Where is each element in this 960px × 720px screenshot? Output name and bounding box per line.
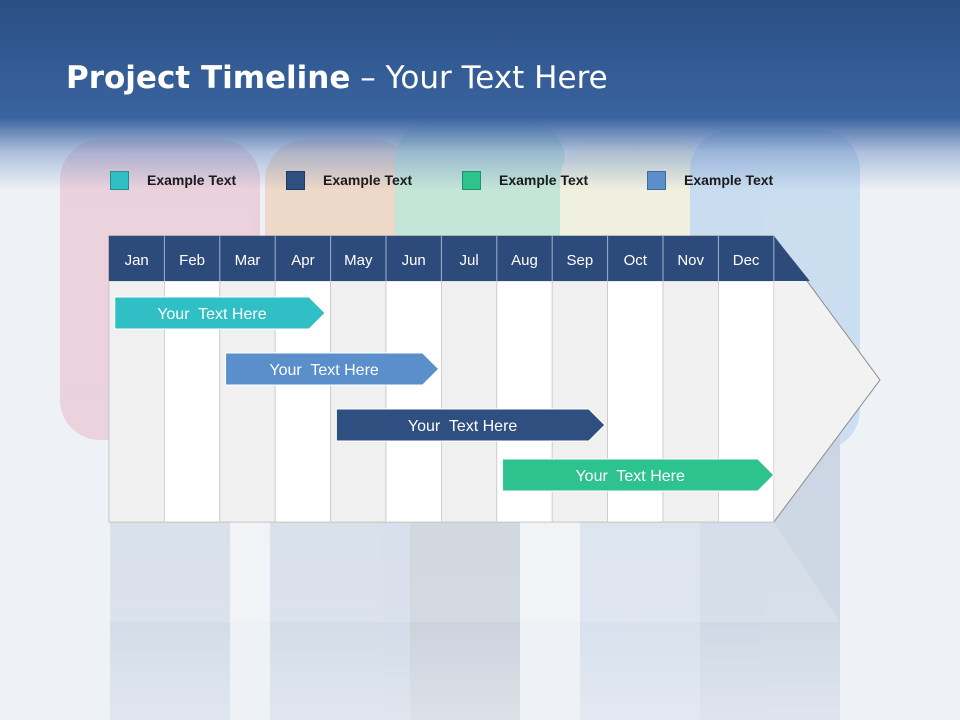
legend-swatch (462, 171, 481, 190)
month-label: Oct (624, 252, 648, 269)
month-column (385, 280, 442, 523)
month-header-band (109, 236, 810, 281)
legend-label: Example Text (499, 172, 589, 188)
timeline-bar-label: Your Text Here (157, 306, 267, 323)
legend-label: Example Text (147, 172, 237, 188)
title-rest: – Your Text Here (350, 60, 608, 96)
timeline-bar-label: Your Text Here (269, 362, 379, 379)
legend-swatch (286, 171, 305, 190)
timeline-bar-label: Your Text Here (575, 468, 685, 485)
month-label: Sep (567, 252, 594, 269)
month-label: Dec (733, 252, 760, 269)
legend-swatch (110, 171, 129, 190)
timeline-reflection (109, 522, 840, 622)
legend-label: Example Text (684, 172, 774, 188)
timeline-bar (225, 352, 440, 386)
month-label: Jul (460, 252, 479, 269)
month-label: Nov (677, 252, 704, 269)
legend-label: Example Text (323, 172, 413, 188)
title-bold: Project Timeline (66, 60, 351, 96)
slide-title: Project Timeline – Your Text Here (66, 60, 608, 96)
timeline-bar-label: Your Text Here (408, 418, 518, 435)
legend-swatch (647, 171, 666, 190)
month-label: Apr (291, 252, 314, 269)
month-label: Jun (402, 252, 426, 269)
month-column (330, 280, 387, 523)
timeline-bar (114, 296, 326, 330)
timeline-bar (335, 408, 606, 442)
month-label: Feb (179, 252, 205, 269)
month-label: May (344, 252, 373, 269)
month-label: Jan (125, 252, 149, 269)
month-label: Aug (511, 252, 538, 269)
header-band (0, 0, 960, 190)
month-label: Mar (235, 252, 261, 269)
timeline-bar (502, 458, 775, 492)
month-column (440, 280, 498, 523)
